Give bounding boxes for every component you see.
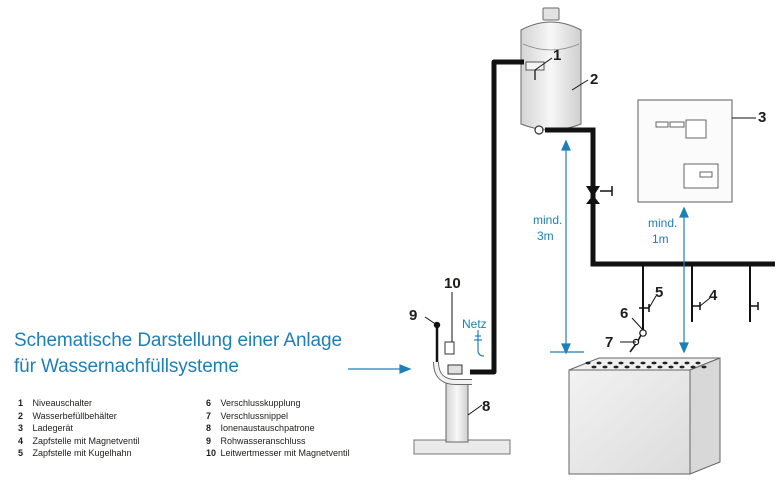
callout-8: 8 [482,398,490,415]
refill-container [520,7,582,131]
legend-text: Zapfstelle mit Magnetventil [32,435,140,446]
battery-cell-opening [613,365,619,369]
legend-item: 1 Niveauschalter [18,397,140,410]
battery-cell-opening [640,361,646,365]
callout-7: 7 [605,334,613,351]
tapping-points [639,264,759,330]
battery-cell-opening [651,361,657,365]
legend-text: Wasserbefüllbehälter [32,410,117,421]
battery-cell-opening [668,365,674,369]
battery-cell-opening [679,365,685,369]
legend-item: 3 Ladegerät [18,422,140,435]
legend-item: 7 Verschlussnippel [206,410,350,423]
legend-item: 9 Rohwasseranschluss [206,435,350,448]
distance-right-line1: mind. [648,216,677,230]
mains-label: Netz [462,317,487,331]
legend-text: Zapfstelle mit Kugelhahn [32,448,132,459]
battery-cell-opening [629,361,635,365]
legend-right-column: 6 Verschlusskupplung 7 Verschlussnippel … [206,397,350,460]
supply-pipe [470,59,524,375]
legend-number: 9 [206,435,212,446]
diagram-title-line1: Schematische Darstellung einer Anlage [14,330,342,351]
legend-left-column: 1 Niveauschalter 2 Wasserbefüllbehälter … [18,397,140,460]
callout-leaders [424,57,756,416]
battery-cell-opening [607,361,613,365]
legend-number: 5 [18,448,24,459]
callout-10: 10 [444,275,461,292]
legend-number: 8 [206,423,212,434]
distance-left-line2: 3m [537,229,554,243]
battery-cell-opening [602,365,608,369]
outlet-valve-icon [534,125,544,135]
legend-item: 6 Verschlusskupplung [206,397,350,410]
battery-cell-opening [684,361,690,365]
conductivity-meter [444,341,455,355]
legend-item: 5 Zapfstelle mit Kugelhahn [18,447,140,460]
battery-cell-opening [695,361,701,365]
legend-text: Leitwertmesser mit Magnetventil [220,448,350,459]
battery-cell-opening [585,361,591,365]
battery-cell-opening [591,365,597,369]
legend-number: 3 [18,423,24,434]
legend-item: 2 Wasserbefüllbehälter [18,410,140,423]
battery-cell-opening [646,365,652,369]
battery-cell-opening [701,365,707,369]
legend-text: Rohwasseranschluss [220,435,306,446]
battery [568,357,721,475]
ion-exchange-unit [413,341,511,455]
callout-3: 3 [758,109,766,126]
legend-item: 4 Zapfstelle mit Magnetventil [18,435,140,448]
battery-cell-opening [624,365,630,369]
distance-right-line2: 1m [652,232,669,246]
legend-text: Verschlusskupplung [220,398,301,408]
legend-number: 10 [206,448,217,459]
battery-cell-opening [690,365,696,369]
distance-left-line1: mind. [533,213,562,227]
legend-number: 7 [206,410,212,421]
callout-4: 4 [709,287,718,304]
battery-cell-opening [673,361,679,365]
dimension-arrows [348,139,689,374]
coupling-icon [639,329,647,337]
legend-number: 4 [18,435,24,446]
callout-5: 5 [655,284,663,301]
legend-item: 10 Leitwertmesser mit Magnetventil [206,447,350,460]
battery-cell-opening [635,365,641,369]
legend-text: Verschlussnippel [220,410,289,421]
legend-number: 2 [18,410,24,421]
battery-cell-opening [618,361,624,365]
legend-item: 8 Ionenaustauschpatrone [206,422,350,435]
callout-2: 2 [590,71,598,88]
legend-text: Niveauschalter [32,398,93,408]
mains-cable [477,330,485,357]
check-valve-icon [586,186,600,197]
battery-cell-opening [657,365,663,369]
callout-6: 6 [620,305,628,322]
battery-cell-opening [662,361,668,365]
callout-9: 9 [409,307,417,324]
legend-number: 6 [206,398,212,408]
charger [637,99,733,203]
diagram-title-line2: für Wassernachfüllsysteme [14,356,239,377]
legend-number: 1 [18,398,24,408]
battery-cell-opening [596,361,602,365]
legend-text: Ladegerät [32,423,74,434]
legend-text: Ionenaustauschpatrone [220,423,315,434]
callout-1: 1 [553,47,561,64]
